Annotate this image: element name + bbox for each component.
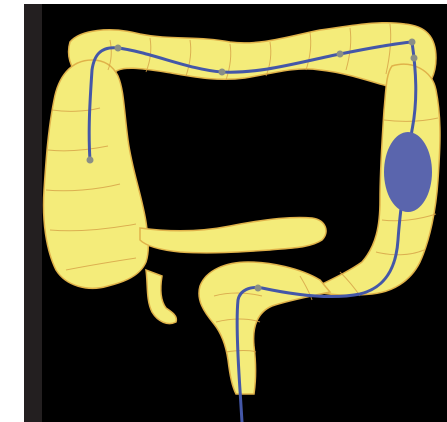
balloon xyxy=(384,132,432,212)
scope-joint-mark xyxy=(87,157,94,164)
scope-joint-mark xyxy=(219,69,226,76)
scope-joint-mark xyxy=(337,51,344,58)
scope-joint-mark xyxy=(115,45,122,52)
scope-joint-mark xyxy=(255,285,262,292)
left-dark-strip xyxy=(24,4,42,422)
scope-joint-mark xyxy=(411,55,418,62)
scope-joint-mark xyxy=(409,39,416,46)
